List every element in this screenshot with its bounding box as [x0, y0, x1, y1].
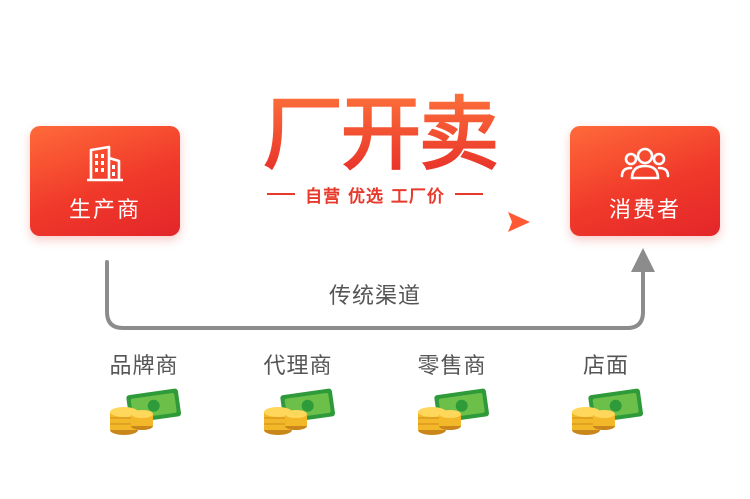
money-coins-icon: [572, 388, 644, 435]
traditional-channel-label: 传统渠道: [328, 284, 421, 309]
money-coins-icon: [418, 388, 490, 435]
money-coins-icon: [264, 388, 336, 435]
producer-label: 生产商: [68, 198, 141, 223]
middleman-retailer: 零售商: [417, 354, 487, 379]
middleman-store: 店面: [582, 354, 629, 379]
tagline-dash-left: [267, 193, 296, 195]
consumer-label: 消费者: [608, 198, 681, 223]
middleman-agent: 代理商: [263, 354, 333, 379]
middleman-brand: 品牌商: [109, 354, 179, 379]
tagline-dash-right: [454, 193, 483, 195]
money-coins-icon: [110, 388, 182, 435]
consumer-node: 消费者: [570, 126, 720, 236]
tagline-text: 自营 优选 工厂价: [305, 186, 445, 207]
brand-title: 厂开卖: [250, 80, 510, 181]
traditional-channel-path: [105, 260, 645, 330]
producer-node: 生产商: [30, 126, 180, 236]
people-group-icon: [619, 144, 671, 188]
building-icon: [85, 144, 125, 188]
brand-tagline: 自营 优选 工厂价: [255, 180, 495, 208]
traditional-arrow-head: [631, 248, 655, 272]
direct-arrow-head: [508, 212, 530, 232]
